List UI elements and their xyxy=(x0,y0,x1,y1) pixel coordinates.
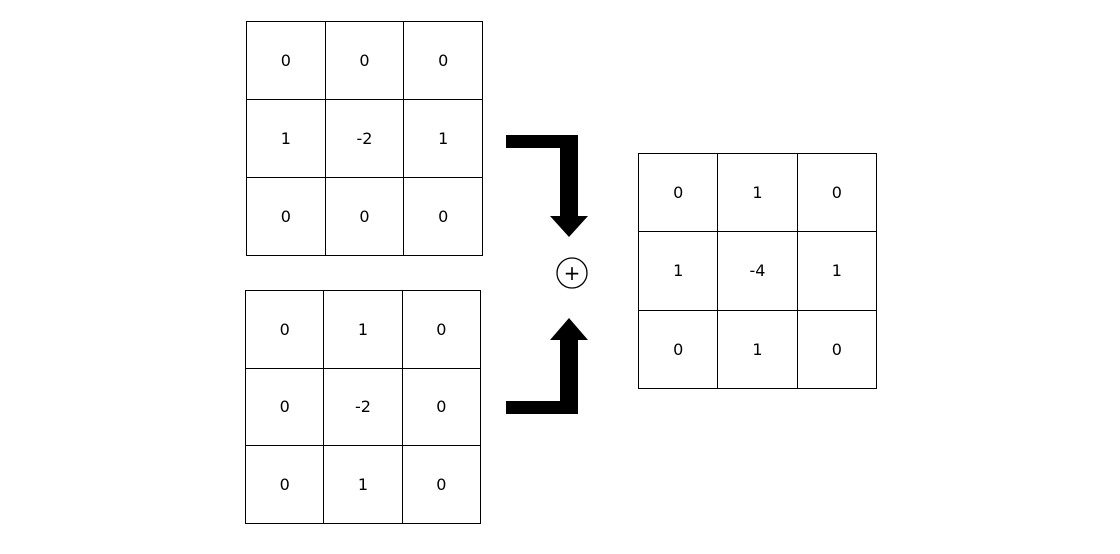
matrix-cell: -4 xyxy=(718,232,798,311)
matrix-cell: 0 xyxy=(247,22,326,100)
matrix-cell: 0 xyxy=(402,368,481,447)
matrix-cell: 0 xyxy=(797,310,877,389)
matrix-cell: 1 xyxy=(639,232,719,311)
matrix-cell: 0 xyxy=(246,291,325,369)
matrix-cell: 0 xyxy=(246,446,325,524)
matrix-cell: 0 xyxy=(402,446,481,524)
matrix-cell: 0 xyxy=(247,178,326,256)
matrix-cell: 1 xyxy=(324,446,403,524)
matrix-cell: 0 xyxy=(402,291,481,369)
matrix-cell: 0 xyxy=(797,154,877,233)
operator-symbol: + xyxy=(564,261,581,285)
arrow-up-icon xyxy=(506,318,588,414)
matrix-cell: 1 xyxy=(797,232,877,311)
arrow-down-icon xyxy=(506,135,588,237)
matrix-top: 0 0 0 1 -2 1 0 0 0 xyxy=(246,21,483,256)
matrix-cell: 1 xyxy=(718,310,798,389)
matrix-cell: 0 xyxy=(639,310,719,389)
matrix-cell: 0 xyxy=(404,178,483,256)
circled-plus-icon: + xyxy=(556,257,588,289)
matrix-cell: 0 xyxy=(325,178,405,256)
matrix-cell: 1 xyxy=(404,100,483,178)
matrix-cell: 0 xyxy=(404,22,483,100)
matrix-cell: -2 xyxy=(324,368,403,447)
matrix-cell: 0 xyxy=(639,154,719,233)
matrix-cell: 0 xyxy=(325,22,405,100)
matrix-cell: -2 xyxy=(325,100,405,178)
matrix-cell: 1 xyxy=(324,291,403,369)
matrix-result: 0 1 0 1 -4 1 0 1 0 xyxy=(638,153,877,389)
matrix-cell: 1 xyxy=(718,154,798,233)
matrix-cell: 0 xyxy=(246,368,325,447)
matrix-cell: 1 xyxy=(247,100,326,178)
matrix-bottom: 0 1 0 0 -2 0 0 1 0 xyxy=(245,290,481,524)
